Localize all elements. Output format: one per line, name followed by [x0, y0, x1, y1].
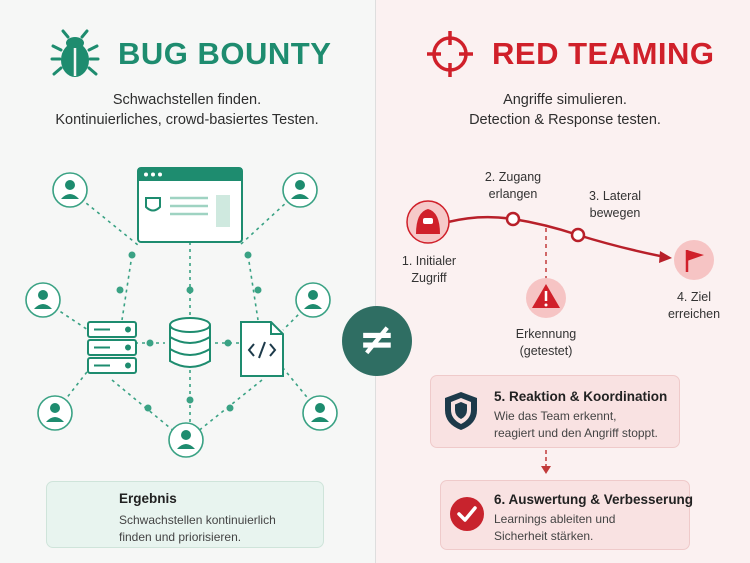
step-6-title: 6. Auswertung & Verbesserung	[494, 492, 694, 507]
result-text-line2: finden und priorisieren.	[119, 530, 242, 544]
server-icon	[87, 321, 137, 374]
user-icon	[37, 395, 73, 431]
red-teaming-subtitle: Angriffe simulieren. Detection & Respons…	[385, 90, 745, 130]
bug-icon	[50, 29, 100, 77]
step-2-label-line1: 2. Zugang	[484, 170, 542, 184]
user-icon	[25, 282, 61, 318]
red-teaming-title: RED TEAMING	[492, 36, 715, 71]
bug-bounty-subtitle: Schwachstellen finden. Kontinuierliches,…	[7, 90, 367, 130]
not-equal-badge: ≠	[342, 306, 412, 376]
flag-icon	[674, 240, 714, 280]
step-6-text-line2: Sicherheit stärken.	[494, 529, 594, 543]
red-teaming-panel	[376, 0, 750, 563]
step-2-label: 2. Zugang erlangen	[478, 169, 548, 203]
detection-label-line2: (getestet)	[519, 344, 573, 358]
checkmark-icon	[450, 497, 484, 531]
step-5-text-line2: reagiert und den Angriff stoppt.	[494, 426, 658, 440]
panel-divider	[375, 0, 376, 563]
warning-icon	[526, 278, 566, 318]
step-3-label: 3. Lateral bewegen	[580, 188, 650, 222]
result-title: Ergebnis	[119, 491, 177, 506]
user-icon	[168, 422, 204, 458]
step-1-label-line1: 1. Initialer	[401, 254, 457, 268]
red-teaming-subtitle-line1: Angriffe simulieren.	[503, 92, 627, 108]
crosshair-icon	[427, 31, 473, 77]
network-dots	[116, 251, 262, 412]
step-4-label-line1: 4. Ziel	[676, 290, 712, 304]
bug-bounty-subtitle-line1: Schwachstellen finden.	[112, 92, 262, 108]
step-3-label-line2: bewegen	[589, 206, 641, 220]
path-node	[570, 227, 586, 243]
browser-window-icon	[137, 167, 243, 243]
step-5-title: 5. Reaktion & Koordination	[494, 389, 668, 404]
step-1-label: 1. Initialer Zugriff	[394, 253, 464, 287]
step-6-text-line1: Learnings ableiten und	[494, 512, 616, 526]
hacker-icon	[406, 200, 450, 244]
step-5-box: 5. Reaktion & Koordination Wie das Team …	[430, 375, 680, 448]
bug-bounty-title: BUG BOUNTY	[118, 36, 332, 71]
result-text: Schwachstellen kontinuierlich finden und…	[119, 512, 276, 546]
step-6-text: Learnings ableiten und Sicherheit stärke…	[494, 511, 615, 545]
path-node	[505, 211, 521, 227]
bug-bounty-panel	[0, 0, 375, 563]
detection-label: Erkennung (getestet)	[505, 326, 587, 360]
user-icon	[302, 395, 338, 431]
user-icon	[282, 172, 318, 208]
user-icon	[52, 172, 88, 208]
red-teaming-subtitle-line2: Detection & Response testen.	[469, 112, 661, 128]
bug-bounty-subtitle-line2: Kontinuierliches, crowd-basiertes Testen…	[55, 112, 319, 128]
step-4-label: 4. Ziel erreichen	[658, 289, 730, 323]
result-box: Ergebnis Schwachstellen kontinuierlich f…	[46, 481, 324, 548]
shield-icon	[445, 392, 477, 430]
step-3-label-line1: 3. Lateral	[588, 189, 642, 203]
step-5-text: Wie das Team erkennt, reagiert und den A…	[494, 408, 658, 442]
step-4-label-line2: erreichen	[667, 307, 721, 321]
user-icon	[295, 282, 331, 318]
detection-label-line1: Erkennung	[515, 327, 577, 341]
code-file-icon	[240, 321, 284, 377]
step-2-label-line2: erlangen	[488, 187, 538, 201]
result-text-line1: Schwachstellen kontinuierlich	[119, 513, 276, 527]
step-6-box: 6. Auswertung & Verbesserung Learnings a…	[440, 480, 694, 550]
attack-path	[447, 215, 666, 259]
database-icon	[169, 317, 211, 368]
step-5-text-line1: Wie das Team erkennt,	[494, 409, 617, 423]
step-1-label-line2: Zugriff	[411, 271, 447, 285]
